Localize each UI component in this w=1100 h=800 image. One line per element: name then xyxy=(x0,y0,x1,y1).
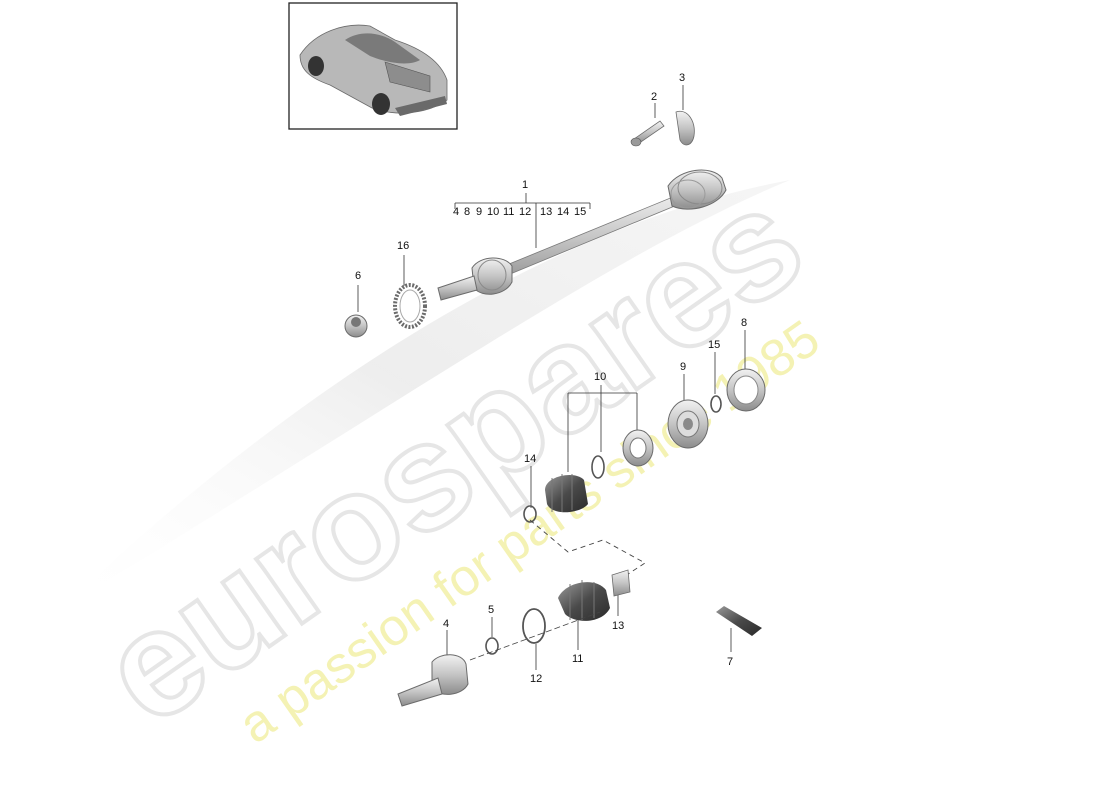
kit-member-9: 9 xyxy=(476,206,482,218)
callout-9: 9 xyxy=(680,361,686,373)
circlip-part-5 xyxy=(485,617,499,655)
callout-4: 4 xyxy=(443,618,449,630)
kit-member-4: 4 xyxy=(453,206,459,218)
locking-plate-part-3 xyxy=(675,85,695,146)
callout-8: 8 xyxy=(741,317,747,329)
cv-joint-part-9 xyxy=(667,374,709,449)
clamp-part-13 xyxy=(611,569,631,616)
cap-part-6 xyxy=(344,285,368,338)
kit-member-13: 13 xyxy=(540,206,552,218)
grease-tube-part-7 xyxy=(716,606,762,652)
callout-3: 3 xyxy=(679,72,685,84)
kit-member-14: 14 xyxy=(557,206,569,218)
toothed-ring-part-16 xyxy=(393,255,427,329)
callout-2: 2 xyxy=(651,91,657,103)
callout-7: 7 xyxy=(727,656,733,668)
drive-shaft xyxy=(437,169,727,301)
clamp-part-14 xyxy=(523,466,537,523)
callout-10: 10 xyxy=(594,371,606,383)
vehicle-thumbnail-car xyxy=(299,24,448,116)
callout-12: 12 xyxy=(530,673,542,685)
outer-joint-part-4 xyxy=(397,630,469,707)
callout-6: 6 xyxy=(355,270,361,282)
callout-14: 14 xyxy=(524,453,536,465)
assembly-centerline xyxy=(469,611,601,661)
joint-housing-part-8 xyxy=(726,330,766,412)
callout-11: 11 xyxy=(572,653,583,665)
callout-15: 15 xyxy=(708,339,720,351)
kit-member-10: 10 xyxy=(487,206,499,218)
boot-part-11 xyxy=(558,580,610,650)
callout-5: 5 xyxy=(488,604,494,616)
ring-part-12 xyxy=(522,608,546,670)
kit-member-12: 12 xyxy=(519,206,531,218)
kit-member-11: 11 xyxy=(503,206,514,218)
kit-member-15: 15 xyxy=(574,206,586,218)
callout-13: 13 xyxy=(612,620,624,632)
bolt-part-2 xyxy=(630,103,665,147)
callout-1: 1 xyxy=(522,179,528,191)
kit-bracket-1 xyxy=(454,193,591,248)
boot-kit-parts xyxy=(545,429,654,513)
callout-16: 16 xyxy=(397,240,409,252)
circlip-part-15 xyxy=(710,352,722,413)
kit-member-8: 8 xyxy=(464,206,470,218)
kit-bracket-10 xyxy=(567,385,638,472)
